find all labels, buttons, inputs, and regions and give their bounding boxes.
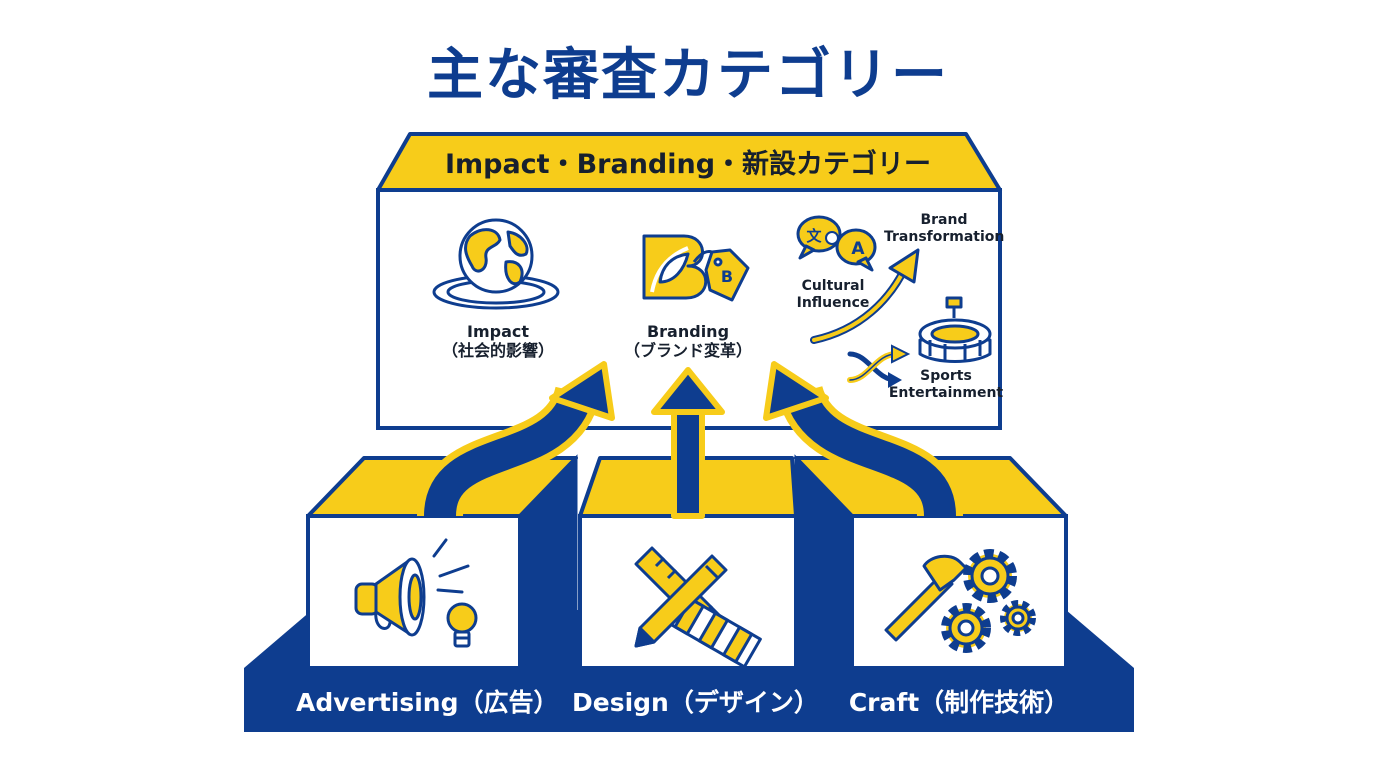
globe-ripple-icon (432, 218, 560, 310)
cultural-influence-line2: Influence (796, 294, 870, 311)
stadium-icon (918, 296, 992, 363)
sports-entertainment-line2: Entertainment (888, 384, 1004, 401)
sports-entertainment-label: Sports Entertainment (886, 368, 1006, 402)
bubble-kanji: 文 (806, 227, 822, 245)
page-title: 主な審査カテゴリー (427, 43, 949, 108)
cultural-influence-line1: Cultural (801, 278, 865, 294)
b-leaf-tag-icon (642, 234, 750, 302)
design-label: Design（デザイン） (572, 688, 819, 717)
arrow-advertising-to-impact (417, 361, 615, 519)
megaphone-lightbulb-icon (354, 538, 478, 648)
gear-small-icon (1000, 600, 1036, 636)
arrow-craft-to-new (763, 361, 963, 519)
impact-label: Impact （社会的影響） (436, 322, 560, 360)
arrow-design-to-branding (651, 367, 725, 519)
speech-bubbles-icon (796, 215, 877, 272)
tag-letter: B (721, 267, 733, 286)
flow-arrows (417, 361, 963, 519)
ruler-pencil-swatch-icon (634, 546, 762, 669)
crossing-arrows-icon (847, 344, 911, 388)
gear-large-icon (963, 549, 1017, 603)
brand-transformation-line1: Brand (920, 212, 968, 228)
growth-arrow-icon (810, 248, 920, 344)
brand-transformation-line2: Transformation (884, 228, 1005, 245)
branding-label-ja: （ブランド変革） (623, 341, 752, 361)
branding-label-en: Branding (646, 322, 730, 341)
top-banner-title: Impact・Branding・新設カテゴリー (444, 149, 932, 180)
branding-label: Branding （ブランド変革） (618, 322, 758, 360)
impact-label-ja: （社会的影響） (441, 341, 554, 361)
brand-transformation-label: Brand Transformation (884, 212, 1004, 246)
sports-entertainment-line1: Sports (920, 368, 972, 384)
advertising-label: Advertising（広告） (296, 688, 559, 717)
craft-label: Craft（制作技術） (848, 688, 1070, 717)
gear-medium-icon (941, 603, 991, 653)
impact-label-en: Impact (466, 322, 529, 341)
cultural-influence-label: Cultural Influence (790, 278, 876, 312)
hammer-gears-icon (884, 549, 1036, 653)
bubble-letter: A (851, 239, 865, 259)
